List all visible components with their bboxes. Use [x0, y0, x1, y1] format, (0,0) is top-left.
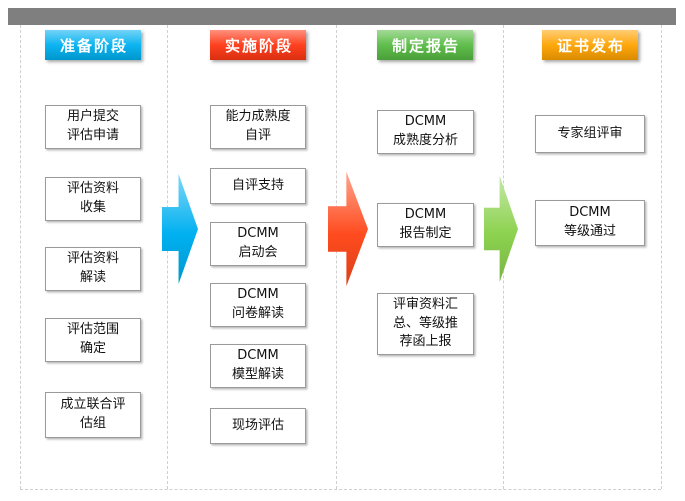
step-box: DCMM 报告制定	[377, 203, 474, 247]
lane-divider-left	[20, 25, 21, 489]
phase-header-preparation: 准备阶段	[45, 30, 141, 60]
step-box: DCMM 成熟度分析	[377, 110, 474, 154]
phase-header-label: 准备阶段	[59, 36, 128, 55]
phase-header-label: 证书发布	[556, 36, 625, 55]
lane-divider-1	[167, 25, 168, 489]
step-box: DCMM 模型解读	[210, 344, 306, 388]
step-box: 现场评估	[210, 408, 306, 444]
step-box: 评审资料汇 总、等级推 荐函上报	[377, 293, 474, 355]
step-box: 成立联合评 估组	[45, 392, 141, 438]
lane-divider-bottom	[20, 489, 661, 490]
phase-header-label: 实施阶段	[224, 36, 293, 55]
step-box: 用户提交 评估申请	[45, 105, 141, 149]
step-box: 评估资料 收集	[45, 177, 141, 221]
top-bar	[8, 8, 676, 25]
phase-header-label: 制定报告	[391, 36, 460, 55]
step-box: 评估资料 解读	[45, 247, 141, 291]
step-box: DCMM 问卷解读	[210, 283, 306, 327]
step-box: DCMM 启动会	[210, 222, 306, 266]
step-box: 自评支持	[210, 168, 306, 204]
phase-header-certificate: 证书发布	[542, 30, 638, 60]
step-box: 专家组评审	[535, 115, 645, 153]
step-box: DCMM 等级通过	[535, 200, 645, 246]
lane-divider-right	[661, 25, 662, 489]
phase-header-implementation: 实施阶段	[210, 30, 306, 60]
step-box: 评估范围 确定	[45, 318, 141, 362]
lane-divider-2	[336, 25, 337, 489]
step-box: 能力成熟度 自评	[210, 105, 306, 149]
phase-header-report: 制定报告	[377, 30, 473, 60]
